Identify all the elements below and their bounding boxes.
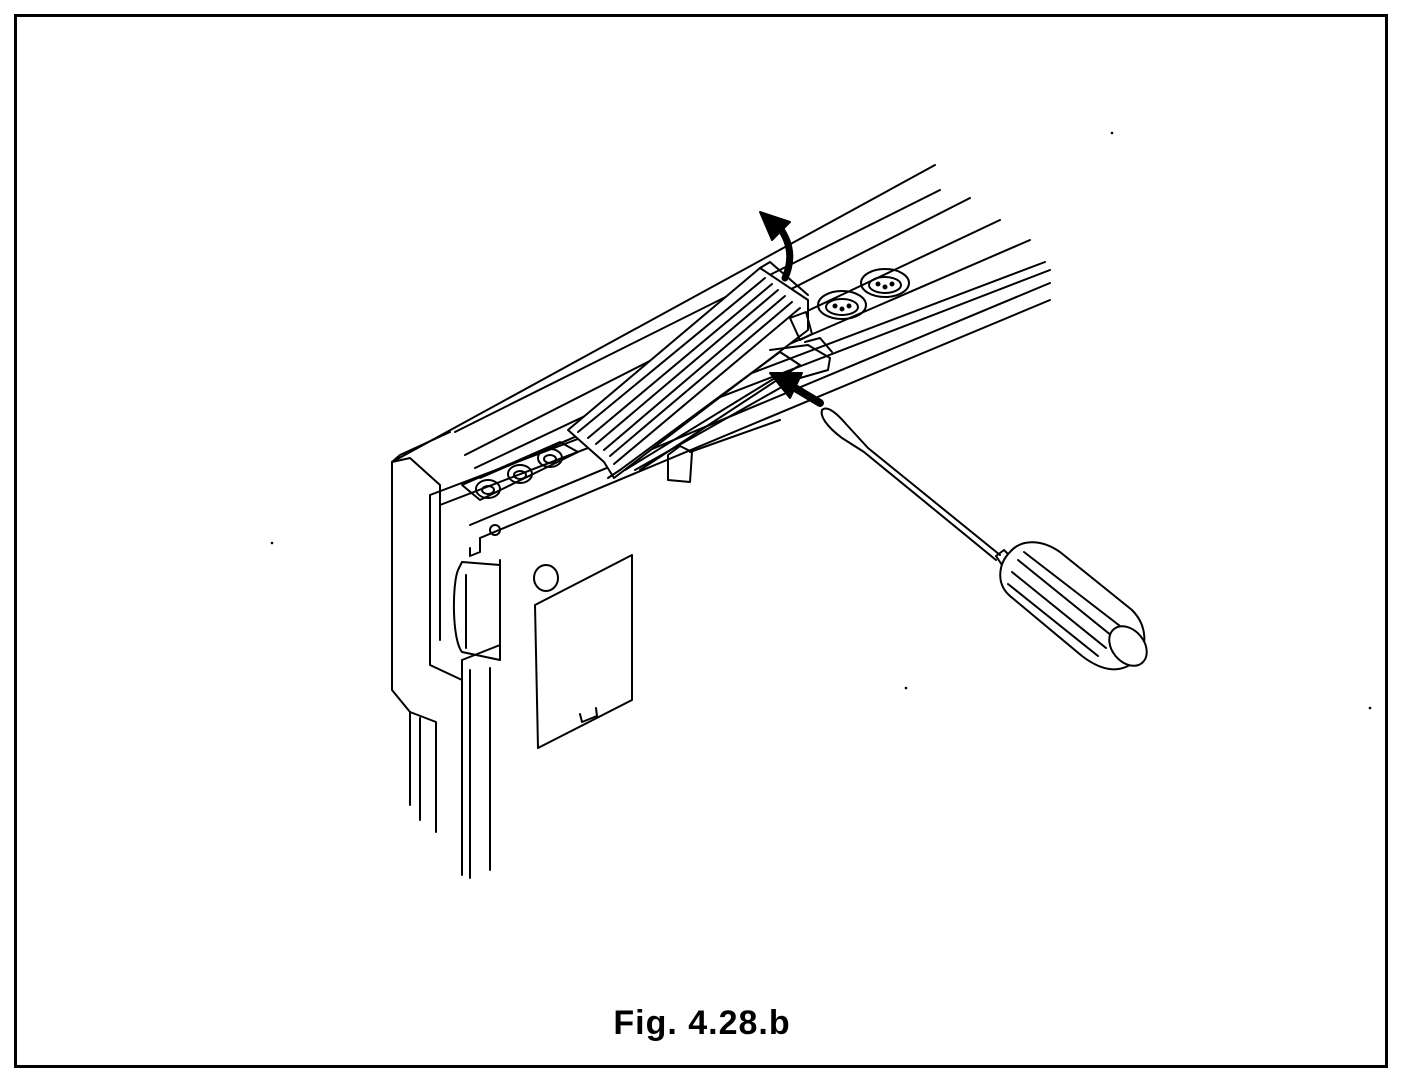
scan-specks xyxy=(270,131,1372,710)
figure-frame xyxy=(14,14,1388,1068)
figure-caption: Fig. 4.28.b xyxy=(613,1004,791,1042)
screwdriver-icon xyxy=(820,407,1148,671)
arrow-icon xyxy=(769,372,824,407)
curved-arrow-up-icon xyxy=(759,211,794,282)
label-plate xyxy=(533,554,633,749)
right-connector-sockets xyxy=(817,268,910,320)
hinged-cover xyxy=(567,261,833,483)
left-connector-panel xyxy=(461,441,579,501)
device-housing xyxy=(391,164,1051,879)
